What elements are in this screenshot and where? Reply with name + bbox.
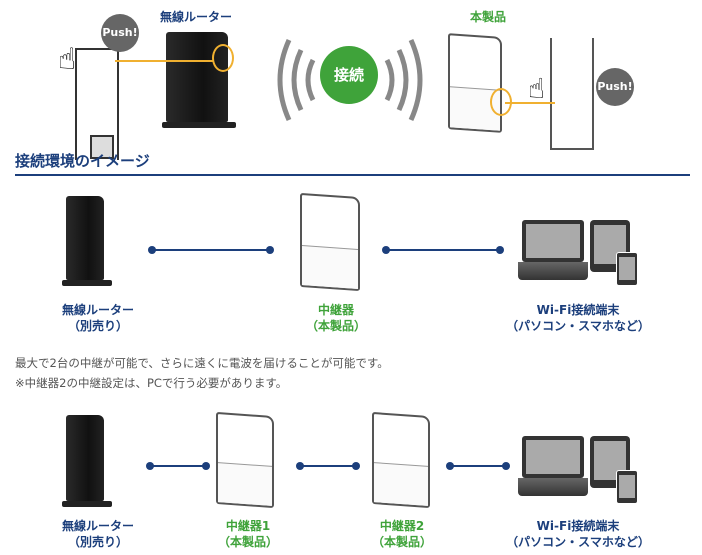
product-image (448, 33, 502, 133)
highlight-circle (490, 88, 512, 116)
router-closeup-port (90, 135, 114, 159)
hand-icon: ☝ (58, 42, 77, 77)
product-title: 本製品 (470, 10, 507, 24)
connect-badge: 接続 (320, 46, 378, 104)
laptop-icon (522, 436, 584, 478)
device-label: Wi-Fi接続端末（パソコン・スマホなど） (506, 519, 650, 549)
hand-icon: ☝ (528, 72, 546, 105)
section-heading: 接続環境のイメージ (15, 152, 150, 170)
router-image (62, 415, 112, 507)
router-label: 無線ルーター（別売り） (61, 303, 135, 333)
push-bubble-right: Push! (596, 68, 634, 106)
orange-leader-line (505, 102, 555, 104)
device-label: Wi-Fi接続端末（パソコン・スマホなど） (506, 303, 650, 333)
heading-rule (15, 174, 690, 176)
repeater-image (300, 192, 360, 292)
phone-icon (616, 470, 638, 504)
router-title: 無線ルーター (160, 10, 233, 24)
push-bubble-left: Push! (101, 14, 139, 52)
connection-line (146, 462, 210, 470)
laptop-icon (522, 220, 584, 262)
router-label: 無線ルーター（別売り） (61, 519, 135, 549)
connection-line (296, 462, 360, 470)
router-image (162, 32, 236, 128)
connection-line (446, 462, 510, 470)
router-image (62, 196, 112, 286)
note-line-1: 最大で2台の中継が可能で、さらに遠くに電波を届けることが可能です。 (15, 356, 389, 370)
repeater-1-label: 中継器1（本製品） (217, 519, 279, 549)
repeater-label: 中継器（本製品） (305, 303, 367, 333)
repeater-2-image (372, 411, 430, 509)
phone-icon (616, 252, 638, 286)
repeater-2-label: 中継器2（本製品） (371, 519, 433, 549)
highlight-circle (212, 44, 234, 72)
connection-line (148, 246, 274, 254)
orange-leader-line (115, 60, 213, 62)
laptop-keyboard (518, 262, 588, 280)
laptop-keyboard (518, 478, 588, 496)
note-line-2: ※中継器2の中継設定は、PCで行う必要があります。 (15, 376, 288, 390)
connection-line (382, 246, 504, 254)
repeater-1-image (216, 411, 274, 509)
wave-icon (277, 38, 423, 122)
product-closeup (550, 38, 594, 150)
